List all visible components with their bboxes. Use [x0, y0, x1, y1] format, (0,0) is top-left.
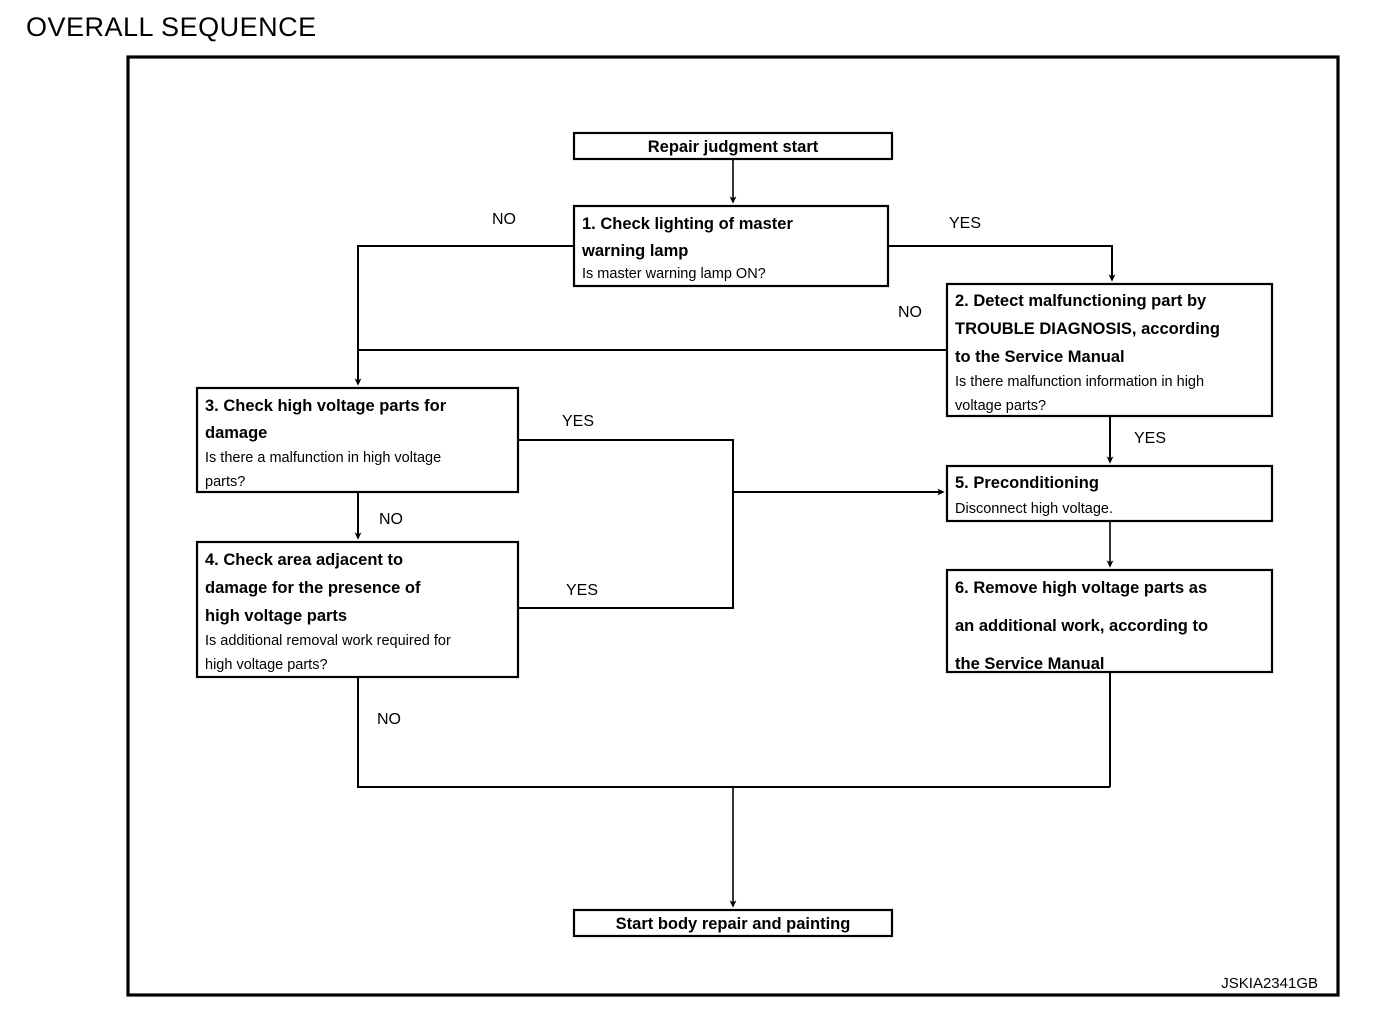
- node-step4-check-area-adjacent-to-damage[interactable]: 4. Check area adjacent to damage for the…: [195, 540, 520, 679]
- node-title-line-2: damage for the presence of: [205, 579, 421, 597]
- node-sub-line-1: Is additional removal work required for: [205, 633, 451, 649]
- node-sub-line-1: Is there malfunction information in high: [955, 374, 1204, 390]
- edge-label-no-step1: NO: [492, 211, 516, 228]
- node-step1-check-lighting-of-master-warning-lamp[interactable]: 1. Check lighting of master warning lamp…: [572, 204, 890, 288]
- edge-step1-yes-to-step2: [888, 245, 1116, 282]
- node-box: [945, 282, 1274, 418]
- node-title-line-3: the Service Manual: [955, 655, 1104, 673]
- edge-label-layer: NO YES NO YES YES NO YES NO: [377, 211, 1166, 728]
- node-title-line-1: 5. Preconditioning: [955, 474, 1099, 492]
- edge-step1-no-to-step3: [354, 245, 574, 386]
- edge-step4-no-to-end: [357, 677, 1110, 788]
- node-label: Start body repair and painting: [616, 915, 851, 933]
- node-step6-remove-high-voltage-parts[interactable]: 6. Remove high voltage parts as an addit…: [945, 568, 1274, 674]
- diagram-frame: [126, 55, 1340, 997]
- figure-code: JSKIA2341GB: [1221, 975, 1318, 992]
- node-title-line-2: damage: [205, 424, 267, 442]
- node-step5-preconditioning[interactable]: 5. Preconditioning Disconnect high volta…: [945, 464, 1274, 523]
- node-box: [572, 204, 890, 288]
- node-title-line-1: 3. Check high voltage parts for: [205, 397, 447, 415]
- node-box: [945, 568, 1274, 674]
- edge-label-no-step4: NO: [377, 711, 401, 728]
- node-sub-line-2: voltage parts?: [955, 398, 1046, 414]
- node-repair-judgment-start[interactable]: Repair judgment start: [572, 131, 894, 161]
- node-step2-detect-malfunctioning-part[interactable]: 2. Detect malfunctioning part by TROUBLE…: [945, 282, 1274, 418]
- edge-label-yes-step2: YES: [1134, 430, 1166, 447]
- node-box: [572, 131, 894, 161]
- node-title-line-1: 6. Remove high voltage parts as: [955, 579, 1207, 597]
- node-label: Repair judgment start: [648, 138, 819, 156]
- node-title-line-3: to the Service Manual: [955, 348, 1125, 366]
- node-title-line-3: high voltage parts: [205, 607, 347, 625]
- node-title-line-1: 2. Detect malfunctioning part by: [955, 292, 1207, 310]
- node-start-body-repair-and-painting[interactable]: Start body repair and painting: [572, 908, 894, 938]
- node-title-line-2: an additional work, according to: [955, 617, 1208, 635]
- edge-step4-yes-to-step5: [518, 492, 734, 609]
- edge-step3-yes-to-step5: [518, 439, 945, 496]
- node-sub-line-2: parts?: [205, 474, 245, 490]
- edge-label-no-step2: NO: [898, 304, 922, 321]
- node-sub-line-1: Disconnect high voltage.: [955, 501, 1113, 517]
- node-title-line-1: 1. Check lighting of master: [582, 215, 793, 233]
- connector-layer: [354, 159, 1116, 908]
- page-title: OVERALL SEQUENCE: [26, 12, 317, 42]
- node-sub-line-1: Is there a malfunction in high voltage: [205, 450, 441, 466]
- node-box: [945, 464, 1274, 523]
- node-sub-line-1: Is master warning lamp ON?: [582, 266, 766, 282]
- node-box: [195, 540, 520, 679]
- node-title-line-1: 4. Check area adjacent to: [205, 551, 403, 569]
- edge-label-yes-step3: YES: [562, 413, 594, 430]
- node-title-line-2: warning lamp: [581, 242, 688, 260]
- edge-label-yes-step1: YES: [949, 215, 981, 232]
- node-box: [572, 908, 894, 938]
- node-step3-check-high-voltage-parts-for-damage[interactable]: 3. Check high voltage parts for damage I…: [195, 386, 520, 494]
- edge-label-no-step3: NO: [379, 511, 403, 528]
- node-sub-line-2: high voltage parts?: [205, 657, 328, 673]
- node-title-line-2: TROUBLE DIAGNOSIS, according: [955, 320, 1220, 338]
- node-box: [195, 386, 520, 494]
- edge-label-yes-step4: YES: [566, 582, 598, 599]
